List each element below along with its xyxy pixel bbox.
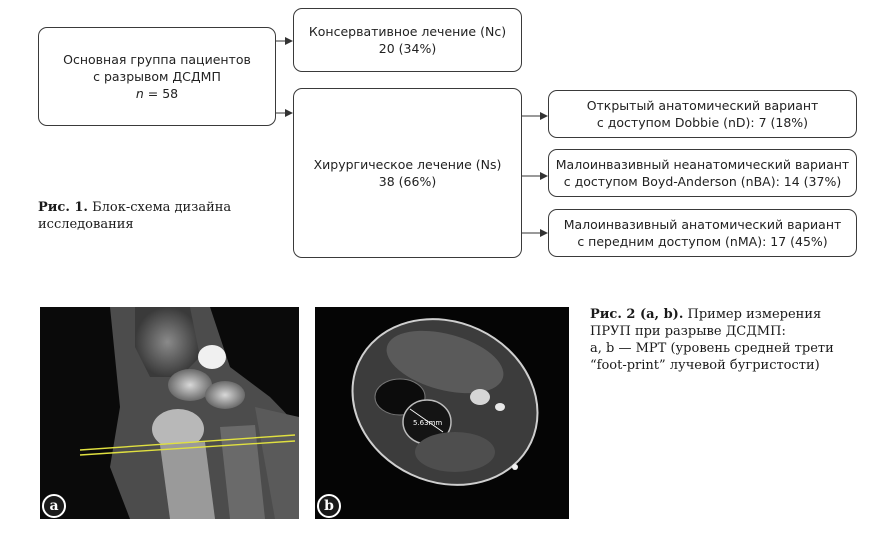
figure2-caption-text1: Пример измерения xyxy=(683,307,822,322)
main-group-box: Основная группа пациентов с разрывом ДСД… xyxy=(38,27,276,126)
n-value: = 58 xyxy=(143,86,179,101)
open-anatomic-line2: с доступом Dobbie (nD): 7 (18%) xyxy=(596,115,809,130)
mri-panel-a: a xyxy=(40,307,299,519)
surgical-treatment-box: Хирургическое лечение (Ns) 38 (66%) xyxy=(293,88,522,258)
mini-nonanatomic-line2: с доступом Boyd-Anderson (nBA): 14 (37%) xyxy=(563,174,842,189)
surgical-line1: Хирургическое лечение (Ns) xyxy=(313,157,502,172)
n-symbol: n xyxy=(135,86,144,101)
mri-coronal-image xyxy=(40,307,299,519)
flowchart-connectors xyxy=(276,37,548,237)
figure2-caption-line2: ПРУП при разрыве ДСДМП: xyxy=(590,324,786,339)
figure2-caption-line4: “foot-print” лучевой бугристости) xyxy=(590,358,820,373)
main-group-line1: Основная группа пациентов xyxy=(63,52,251,67)
open-anatomic-line1: Открытый анатомический вариант xyxy=(586,98,819,113)
mini-anatomic-box: Малоинвазивный анатомический вариант с п… xyxy=(548,209,857,257)
conservative-line2: 20 (34%) xyxy=(378,41,437,56)
measurement-label: 5.63mm xyxy=(413,419,442,427)
mini-nonanatomic-line1: Малоинвазивный неанатомический вариант xyxy=(555,157,850,172)
figure1-caption: Рис. 1. Блок-схема дизайна исследования xyxy=(38,199,231,233)
main-group-line2: с разрывом ДСДМП xyxy=(93,69,221,84)
panel-b-label: b xyxy=(317,494,341,518)
figure2-caption-label: Рис. 2 (a, b). xyxy=(590,307,684,322)
figure2-caption: Рис. 2 (a, b). Пример измерения ПРУП при… xyxy=(590,306,834,374)
figure2-caption-line3: a, b — МРТ (уровень средней трети xyxy=(590,341,834,356)
open-anatomic-box: Открытый анатомический вариант с доступо… xyxy=(548,90,857,138)
surgical-line2: 38 (66%) xyxy=(378,174,437,189)
conservative-treatment-box: Консервативное лечение (Nc) 20 (34%) xyxy=(293,8,522,72)
main-group-count: n = 58 xyxy=(136,85,178,102)
conservative-line1: Консервативное лечение (Nc) xyxy=(308,24,507,39)
figure1-caption-text1: Блок-схема дизайна xyxy=(87,200,232,215)
mri-panel-b: 5.63mm b xyxy=(315,307,569,519)
figure1-caption-text2: исследования xyxy=(38,217,134,232)
mini-anatomic-line2: с передним доступом (nMA): 17 (45%) xyxy=(577,234,828,249)
panel-a-label: a xyxy=(42,494,66,518)
mini-anatomic-line1: Малоинвазивный анатомический вариант xyxy=(563,217,842,232)
figure1-caption-label: Рис. 1. xyxy=(38,200,88,215)
mri-axial-image: 5.63mm xyxy=(315,307,569,519)
mini-nonanatomic-box: Малоинвазивный неанатомический вариант с… xyxy=(548,149,857,197)
